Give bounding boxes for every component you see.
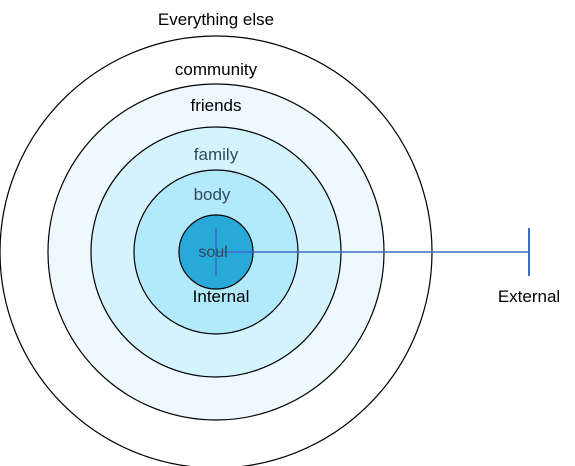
scale-end-label: External	[498, 287, 560, 306]
ring-label-friends: friends	[190, 96, 241, 115]
inner-caption: Internal	[193, 287, 250, 306]
ring-label-family: family	[194, 145, 239, 164]
outer-label: Everything else	[158, 10, 274, 29]
ring-label-community: community	[175, 60, 258, 79]
ring-label-soul: soul	[198, 244, 227, 261]
ring-label-body: body	[194, 185, 231, 204]
